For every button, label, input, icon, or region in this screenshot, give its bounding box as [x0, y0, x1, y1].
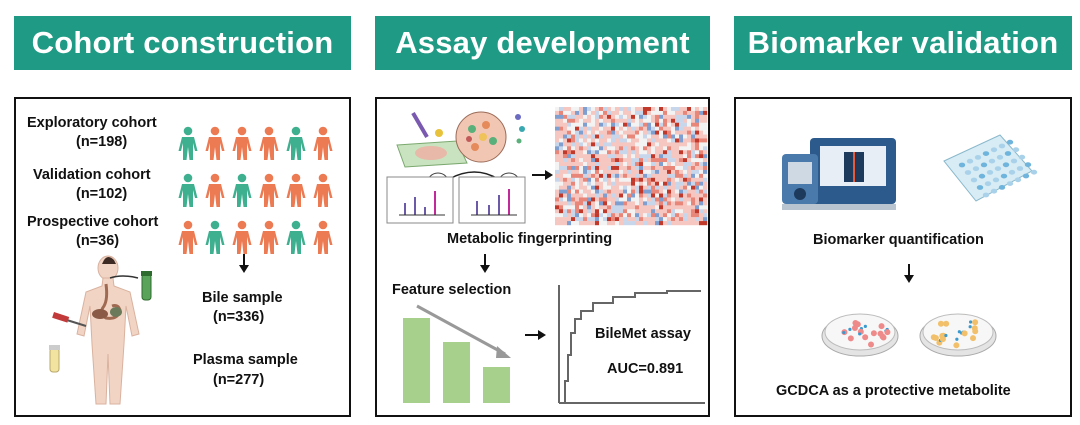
mass-spectrometer-icon [782, 138, 896, 210]
auc-label: AUC=0.891 [607, 361, 684, 377]
gcdca-conclusion-label: GCDCA as a protective metabolite [776, 383, 1011, 399]
human-body-illustration [49, 255, 152, 405]
person-icon [286, 173, 306, 207]
down-arrow-icon [480, 254, 490, 273]
plasma-sample-label: Plasma sample [193, 352, 298, 368]
person-icon [178, 220, 198, 254]
plasma-sample-n: (n=277) [213, 372, 265, 388]
prospective-cohort-n: (n=36) [76, 233, 120, 249]
person-icon [313, 220, 333, 254]
down-arrow-icon [239, 254, 249, 273]
person-icon [205, 220, 225, 254]
exploratory-cohort-label: Exploratory cohort [27, 115, 157, 131]
header-assay-development: Assay development [375, 16, 710, 70]
feature-bar [403, 318, 430, 403]
person-icon [286, 126, 306, 160]
well-plate-icon [943, 134, 1038, 202]
down-arrow-icon [904, 264, 914, 283]
feature-bar [483, 367, 510, 403]
person-icon [259, 173, 279, 207]
petri-dish-yellow-icon [919, 313, 997, 357]
person-icon [178, 126, 198, 160]
bile-sample-n: (n=336) [213, 309, 265, 325]
biomarker-quantification-label: Biomarker quantification [813, 232, 984, 248]
exploratory-cohort-n: (n=198) [76, 134, 128, 150]
petri-dish-red-icon [821, 313, 899, 357]
feature-selection-label: Feature selection [392, 282, 512, 298]
validation-cohort-label: Validation cohort [33, 167, 151, 183]
person-icon [286, 220, 306, 254]
person-icon [259, 126, 279, 160]
cohort-panel: Exploratory cohort (n=198) Validation co… [14, 97, 351, 417]
biomarker-panel: Biomarker quantification GCDCA as a prot… [734, 97, 1072, 417]
prospective-cohort-label: Prospective cohort [27, 214, 159, 230]
right-arrow-icon [532, 170, 553, 180]
ms-spectra-right [458, 176, 526, 224]
validation-cohort-n: (n=102) [76, 186, 128, 202]
feature-selection-bars [403, 304, 511, 403]
header-cohort-construction: Cohort construction [14, 16, 351, 70]
person-icon [313, 126, 333, 160]
ms-spectra-left [386, 176, 454, 224]
cohort-people-grid [178, 126, 333, 254]
person-icon [232, 220, 252, 254]
person-icon [259, 220, 279, 254]
header-biomarker-validation: Biomarker validation [734, 16, 1072, 70]
bilemet-assay-label: BileMet assay [595, 326, 691, 342]
bile-sample-label: Bile sample [202, 290, 283, 306]
feature-bar [443, 342, 470, 403]
person-icon [313, 173, 333, 207]
person-icon [178, 173, 198, 207]
tissue-sampling-illustration [396, 111, 525, 196]
person-icon [232, 126, 252, 160]
roc-curve [558, 285, 705, 404]
right-arrow-icon [525, 330, 546, 340]
metabolite-heatmap [555, 107, 708, 226]
metabolic-fingerprinting-label: Metabolic fingerprinting [447, 231, 613, 247]
assay-panel: Metabolic fingerprinting Feature selecti… [375, 97, 710, 417]
person-icon [232, 173, 252, 207]
person-icon [205, 126, 225, 160]
person-icon [205, 173, 225, 207]
